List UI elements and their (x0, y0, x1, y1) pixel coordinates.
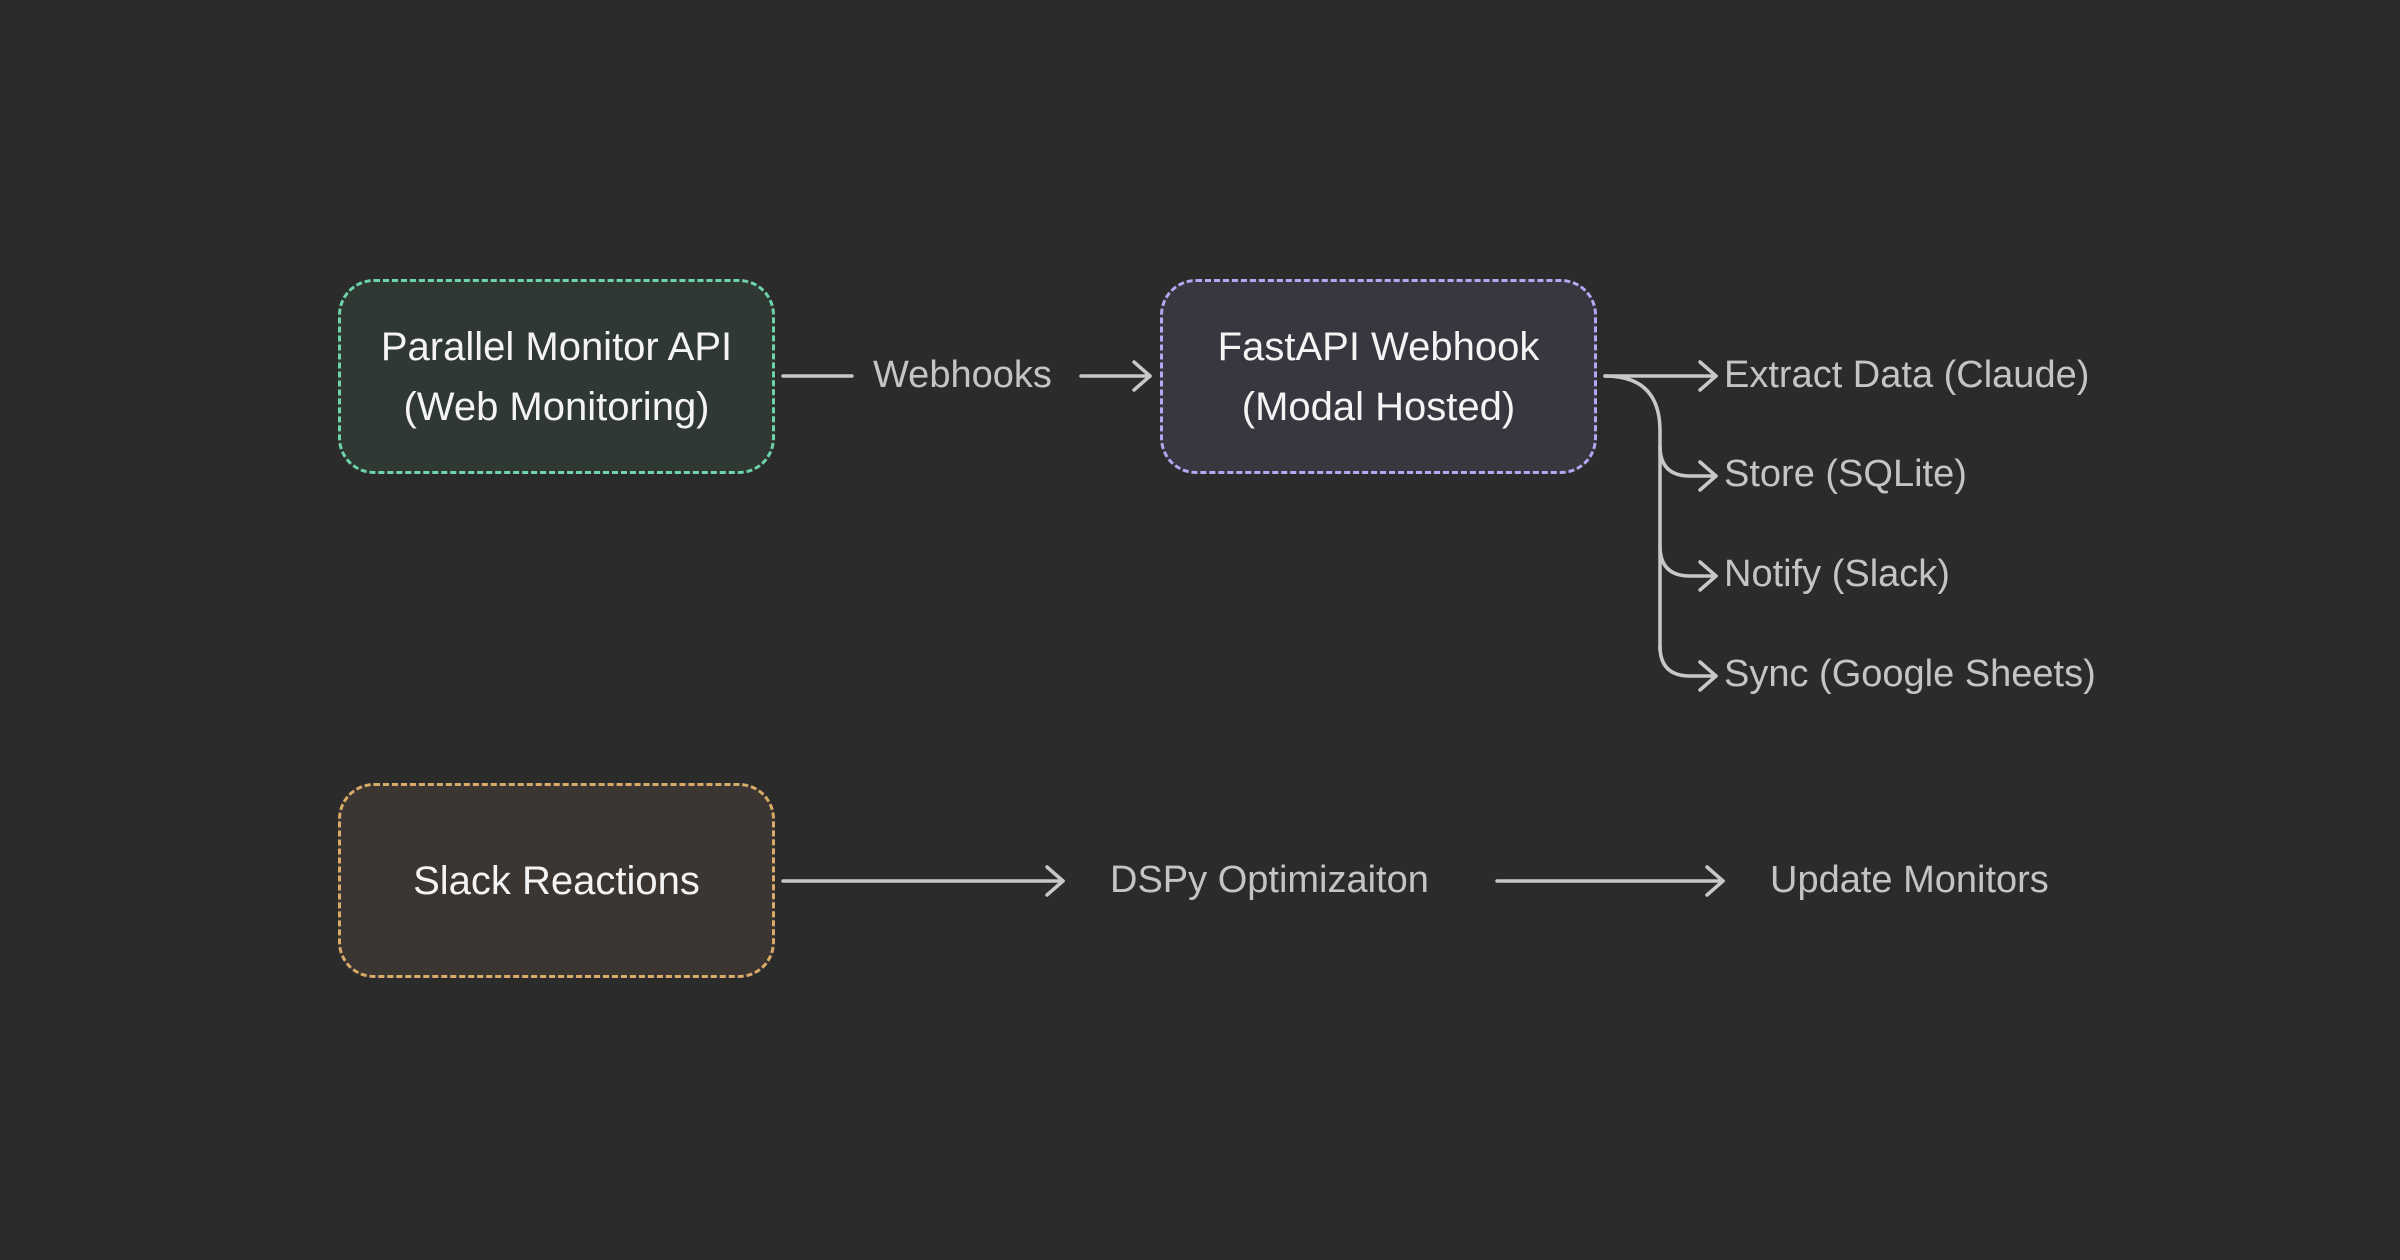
arrowhead-sync (1698, 660, 1718, 692)
node-slack-reactions[interactable]: Slack Reactions (338, 783, 775, 978)
edge-label-webhooks: Webhooks (873, 354, 1052, 396)
edge-to-store (1658, 444, 1718, 478)
output-sync: Sync (Google Sheets) (1724, 653, 2096, 695)
arrowhead-extract (1698, 360, 1718, 392)
node-title: Slack Reactions (413, 858, 700, 903)
arrowhead-webhook (1132, 360, 1152, 392)
output-extract-data: Extract Data (Claude) (1724, 354, 2090, 396)
arrowhead-update (1705, 865, 1725, 897)
arrowhead-dspy (1045, 865, 1065, 897)
edge-branch-trunk (1603, 374, 1662, 652)
step-update-monitors: Update Monitors (1770, 859, 2049, 901)
arrowhead-notify (1698, 560, 1718, 592)
node-title: Parallel Monitor API (380, 324, 733, 369)
node-fastapi-webhook[interactable]: FastAPI Webhook (Modal Hosted) (1160, 279, 1597, 474)
step-dspy-optimization: DSPy Optimizaiton (1110, 859, 1429, 901)
edge-to-notify (1658, 544, 1718, 578)
edge-to-sync (1658, 644, 1718, 678)
arrowhead-store (1698, 460, 1718, 492)
node-title: FastAPI Webhook (1217, 324, 1540, 369)
output-store: Store (SQLite) (1724, 453, 1967, 495)
node-subtitle: (Modal Hosted) (1241, 384, 1516, 429)
node-subtitle: (Web Monitoring) (403, 384, 710, 429)
output-notify: Notify (Slack) (1724, 553, 1950, 595)
node-parallel-monitor-api[interactable]: Parallel Monitor API (Web Monitoring) (338, 279, 775, 474)
